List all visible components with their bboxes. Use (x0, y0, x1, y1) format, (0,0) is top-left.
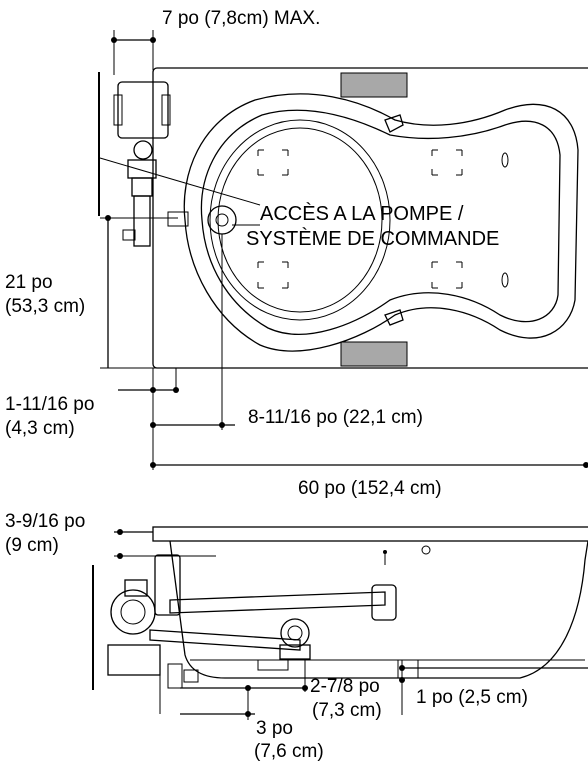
headrest-panel-top (340, 72, 408, 98)
dim-rim-in: 3-9/16 po (5, 511, 85, 532)
dim-drain-height-in: 2-7/8 po (310, 676, 380, 697)
dim-height-in: 21 po (5, 272, 53, 293)
dim-drain-offset: 8-11/16 po (22,1 cm) (248, 407, 423, 428)
dim-pump-height-in: 3 po (256, 718, 293, 739)
dim-offset-in: 1-11/16 po (5, 394, 94, 415)
jet-markers (257, 149, 463, 289)
top-view: ACCÈS A LA POMPE / SYSTÈME DE COMMANDE (98, 30, 588, 470)
pump-assembly-side (107, 554, 199, 689)
dim-offset-cm: (4,3 cm) (5, 418, 75, 439)
dim-height-cm: (53,3 cm) (5, 296, 85, 317)
dim-base-gap: 1 po (2,5 cm) (416, 687, 528, 708)
tub-rim-side (152, 526, 588, 542)
dimension-labels: 7 po (7,8cm) MAX. 21 po (53,3 cm) 1-11/1… (5, 8, 528, 762)
callout-line1: ACCÈS A LA POMPE / (260, 202, 464, 225)
dim-pump-height-cm: (7,6 cm) (254, 741, 324, 762)
callout-line2: SYSTÈME DE COMMANDE (246, 227, 499, 250)
side-view (92, 526, 588, 720)
pump-assembly-top (113, 81, 171, 247)
dim-length: 60 po (152,4 cm) (298, 478, 442, 499)
dim-drain-height-cm: (7,3 cm) (312, 700, 382, 721)
dim-rim-cm: (9 cm) (5, 535, 59, 556)
drain-top (207, 205, 237, 235)
headrest-panel-bottom (340, 341, 408, 367)
dim-top-max: 7 po (7,8cm) MAX. (162, 8, 320, 29)
